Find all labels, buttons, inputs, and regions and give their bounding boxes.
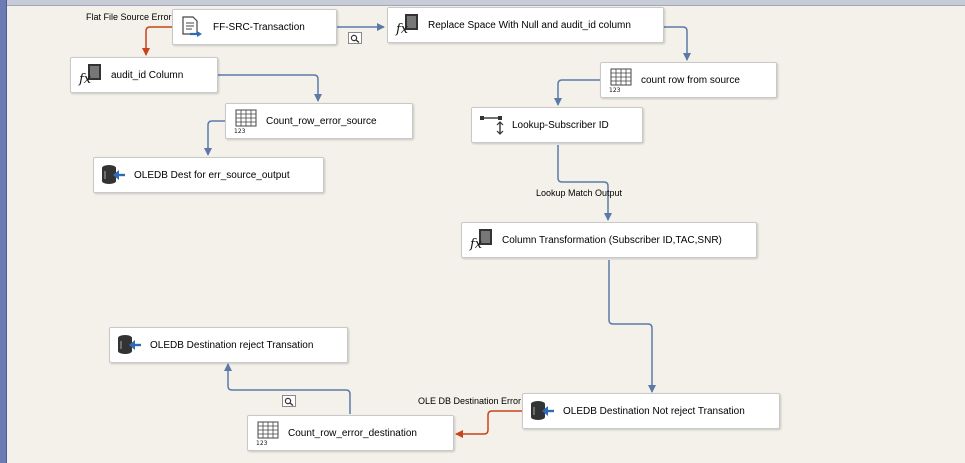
node-label: count row from source (641, 74, 740, 86)
node-label: OLEDB Destination reject Transation (150, 339, 314, 351)
row-count-icon: 123 (254, 420, 280, 446)
lookup-icon (478, 112, 504, 138)
svg-text:fx: fx (395, 22, 409, 37)
node-label: audit_id Column (111, 69, 184, 81)
row-count-icon: 123 (607, 67, 633, 93)
svg-text:123: 123 (256, 440, 268, 446)
path-counterr-to-oledb (204, 120, 225, 156)
derived-column-icon: fx (394, 12, 420, 38)
oledb-error-output-label: OLE DB Destination Error Output (418, 396, 551, 406)
data-viewer-icon[interactable] (348, 32, 362, 44)
node-oledb-dest-err-source[interactable]: OLEDB Dest for err_source_output (93, 157, 324, 193)
svg-text:123: 123 (234, 128, 246, 134)
node-column-transformation[interactable]: fx Column Transformation (Subscriber ID,… (461, 222, 757, 258)
flat-file-source-icon (179, 14, 205, 40)
svg-text:fx: fx (78, 72, 92, 87)
node-count-row-error-destination[interactable]: 123 Count_row_error_destination (247, 415, 454, 451)
path-counterr-to-reject (224, 363, 351, 414)
node-oledb-reject[interactable]: OLEDB Destination reject Transation (109, 327, 348, 363)
oledb-destination-icon (100, 162, 126, 188)
node-oledb-not-reject[interactable]: OLEDB Destination Not reject Transation (522, 393, 780, 429)
path-transform-to-dest (608, 260, 656, 393)
path-lookup-match (557, 145, 612, 221)
node-label: OLEDB Dest for err_source_output (134, 169, 290, 181)
canvas-top-border (0, 0, 965, 6)
oledb-destination-icon (529, 398, 555, 424)
lookup-match-output-label: Lookup Match Output (536, 188, 623, 198)
path-src-error (142, 26, 172, 56)
node-label: Column Transformation (Subscriber ID,TAC… (502, 234, 722, 246)
path-count-to-lookup (554, 79, 600, 106)
path-replace-to-count (664, 26, 691, 61)
node-replace-space[interactable]: fx Replace Space With Null and audit_id … (387, 7, 664, 43)
node-label: Replace Space With Null and audit_id col… (428, 19, 631, 31)
derived-column-icon: fx (468, 227, 494, 253)
svg-text:fx: fx (469, 237, 483, 252)
node-count-row-from-source[interactable]: 123 count row from source (600, 62, 777, 98)
node-label: FF-SRC-Transaction (213, 21, 305, 33)
row-count-icon: 123 (232, 108, 258, 134)
canvas-left-border (0, 0, 7, 463)
flat-file-error-output-label: Flat File Source Error Output (86, 12, 202, 22)
path-dest-error (455, 410, 522, 438)
svg-text:123: 123 (609, 87, 621, 93)
data-viewer-icon[interactable] (282, 395, 296, 407)
derived-column-icon: fx (77, 62, 103, 88)
node-count-row-error-source[interactable]: 123 Count_row_error_source (225, 103, 413, 139)
node-label: OLEDB Destination Not reject Transation (563, 405, 745, 417)
node-ff-src-transaction[interactable]: FF-SRC-Transaction (172, 9, 337, 45)
node-label: Lookup-Subscriber ID (512, 119, 609, 131)
node-label: Count_row_error_destination (288, 427, 417, 439)
node-label: Count_row_error_source (266, 115, 377, 127)
path-audit-to-counterr (218, 74, 322, 102)
oledb-destination-icon (116, 332, 142, 358)
node-lookup-subscriber-id[interactable]: Lookup-Subscriber ID (471, 107, 643, 143)
node-audit-id-column[interactable]: fx audit_id Column (70, 57, 218, 93)
